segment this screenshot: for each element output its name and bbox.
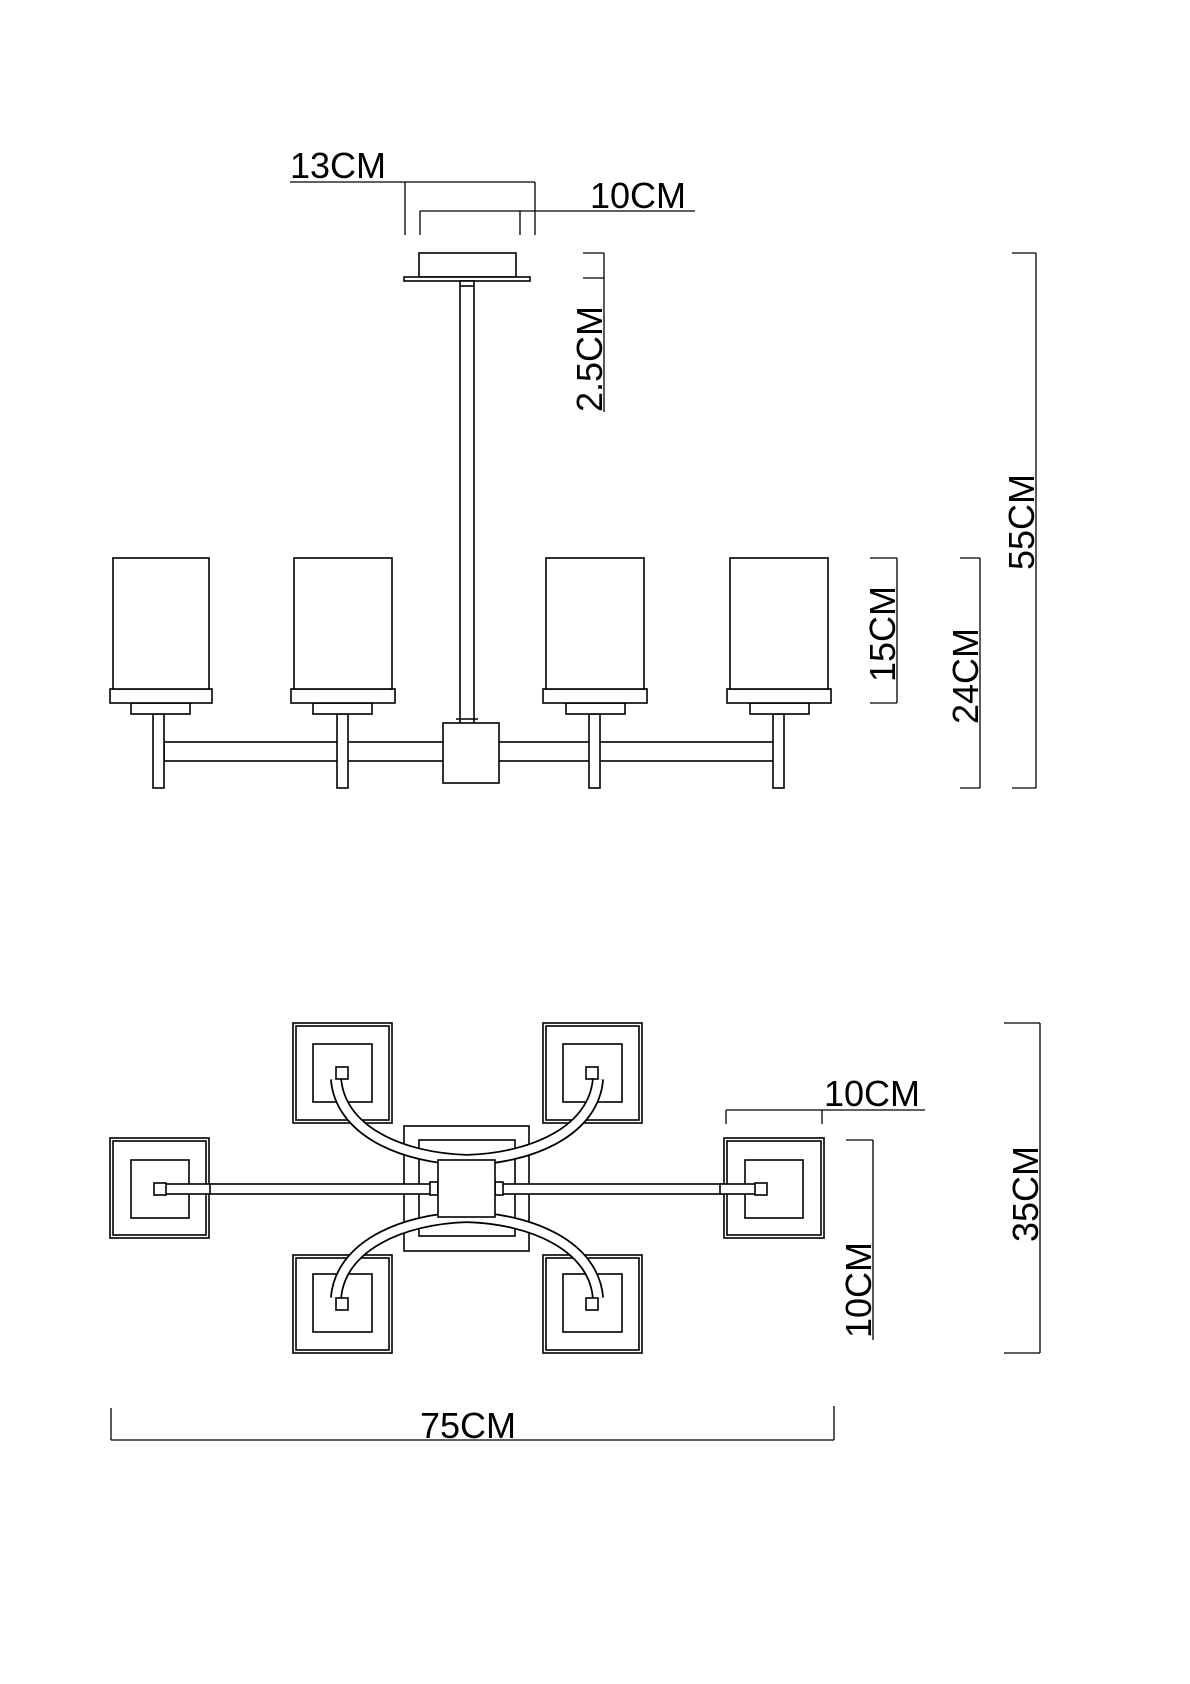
shade-2 xyxy=(290,557,396,789)
shade-4 xyxy=(726,557,832,789)
dim-shade-depth: 10CM xyxy=(838,1139,879,1340)
dim-body-height: 24CM xyxy=(945,557,986,789)
dim-total-depth: 35CM xyxy=(1004,1022,1046,1354)
arm-cap-left xyxy=(153,1182,167,1196)
dim-label-15cm: 15CM xyxy=(862,586,903,682)
dim-label-35cm: 35CM xyxy=(1005,1146,1046,1242)
arm-cap-right xyxy=(754,1182,768,1196)
dim-label-75cm: 75CM xyxy=(420,1405,516,1446)
center-hub xyxy=(442,722,500,784)
dim-shade-width: 10CM xyxy=(725,1073,925,1124)
dim-label-2-5cm: 2.5CM xyxy=(569,306,610,412)
dim-label-10cm-canopy: 10CM xyxy=(590,175,686,216)
center-hub-top xyxy=(437,1159,496,1218)
dim-shade-height: 15CM xyxy=(862,557,903,704)
canopy xyxy=(418,252,517,278)
shade-1 xyxy=(109,557,213,789)
dim-label-10cm-width: 10CM xyxy=(824,1073,920,1114)
dim-label-13cm: 13CM xyxy=(290,145,386,186)
shade-3 xyxy=(542,557,648,789)
dim-canopy-outer-width: 13CM xyxy=(290,145,536,235)
dim-total-width: 75CM xyxy=(110,1405,835,1446)
side-view: 13CM 10CM 2.5CM xyxy=(109,145,1042,789)
dim-total-height: 55CM xyxy=(1001,252,1042,789)
dim-canopy-height: 2.5CM xyxy=(569,252,610,412)
arm-right xyxy=(498,1183,722,1195)
top-view: 10CM 10CM 35CM 75CM xyxy=(109,1022,1046,1446)
dim-label-24cm: 24CM xyxy=(945,628,986,724)
dim-label-10cm-depth: 10CM xyxy=(838,1242,879,1338)
down-rod xyxy=(459,280,475,726)
dim-canopy-inner-width: 10CM xyxy=(419,175,695,235)
dim-label-55cm: 55CM xyxy=(1001,474,1042,570)
